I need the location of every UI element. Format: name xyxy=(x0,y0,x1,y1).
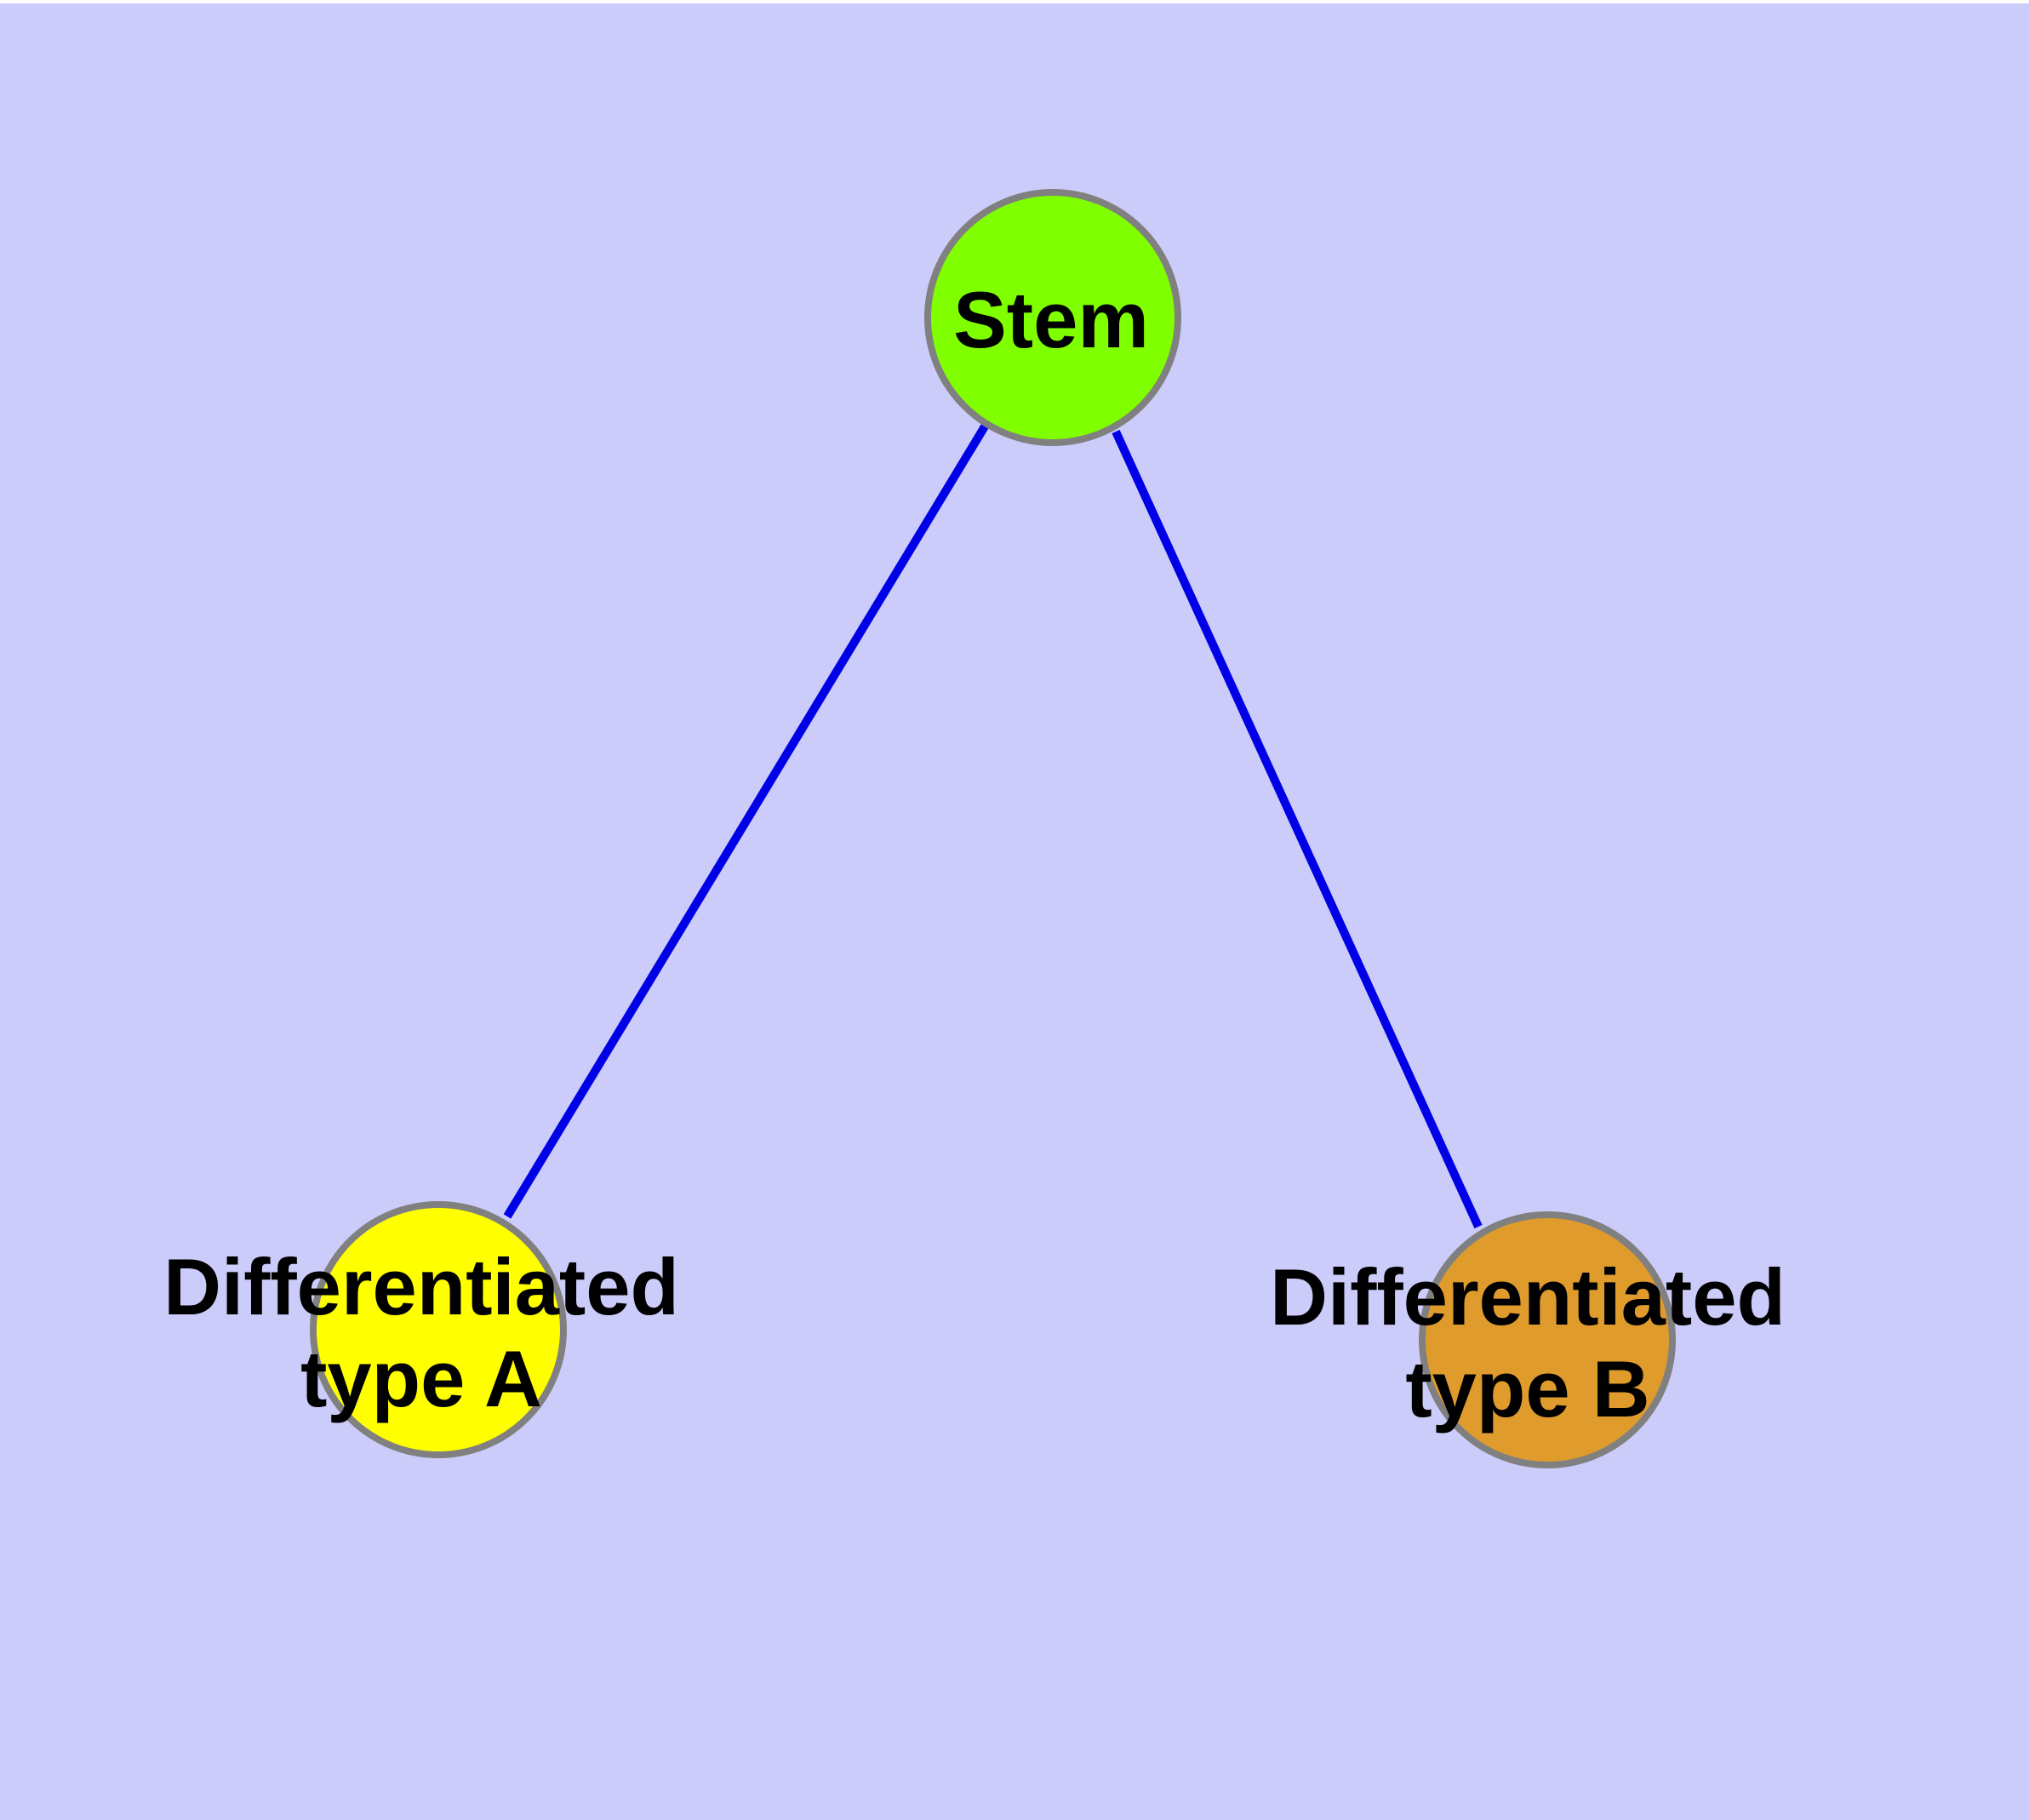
edge-stem-to-diff-a[interactable] xyxy=(503,424,989,1219)
node-layer xyxy=(310,189,1676,1468)
edge-layer xyxy=(503,424,1483,1229)
node-diff-a[interactable] xyxy=(310,1201,567,1458)
node-diff-b[interactable] xyxy=(1419,1211,1676,1468)
node-stem[interactable] xyxy=(924,189,1181,446)
edge-stem-to-diff-b[interactable] xyxy=(1112,429,1483,1229)
